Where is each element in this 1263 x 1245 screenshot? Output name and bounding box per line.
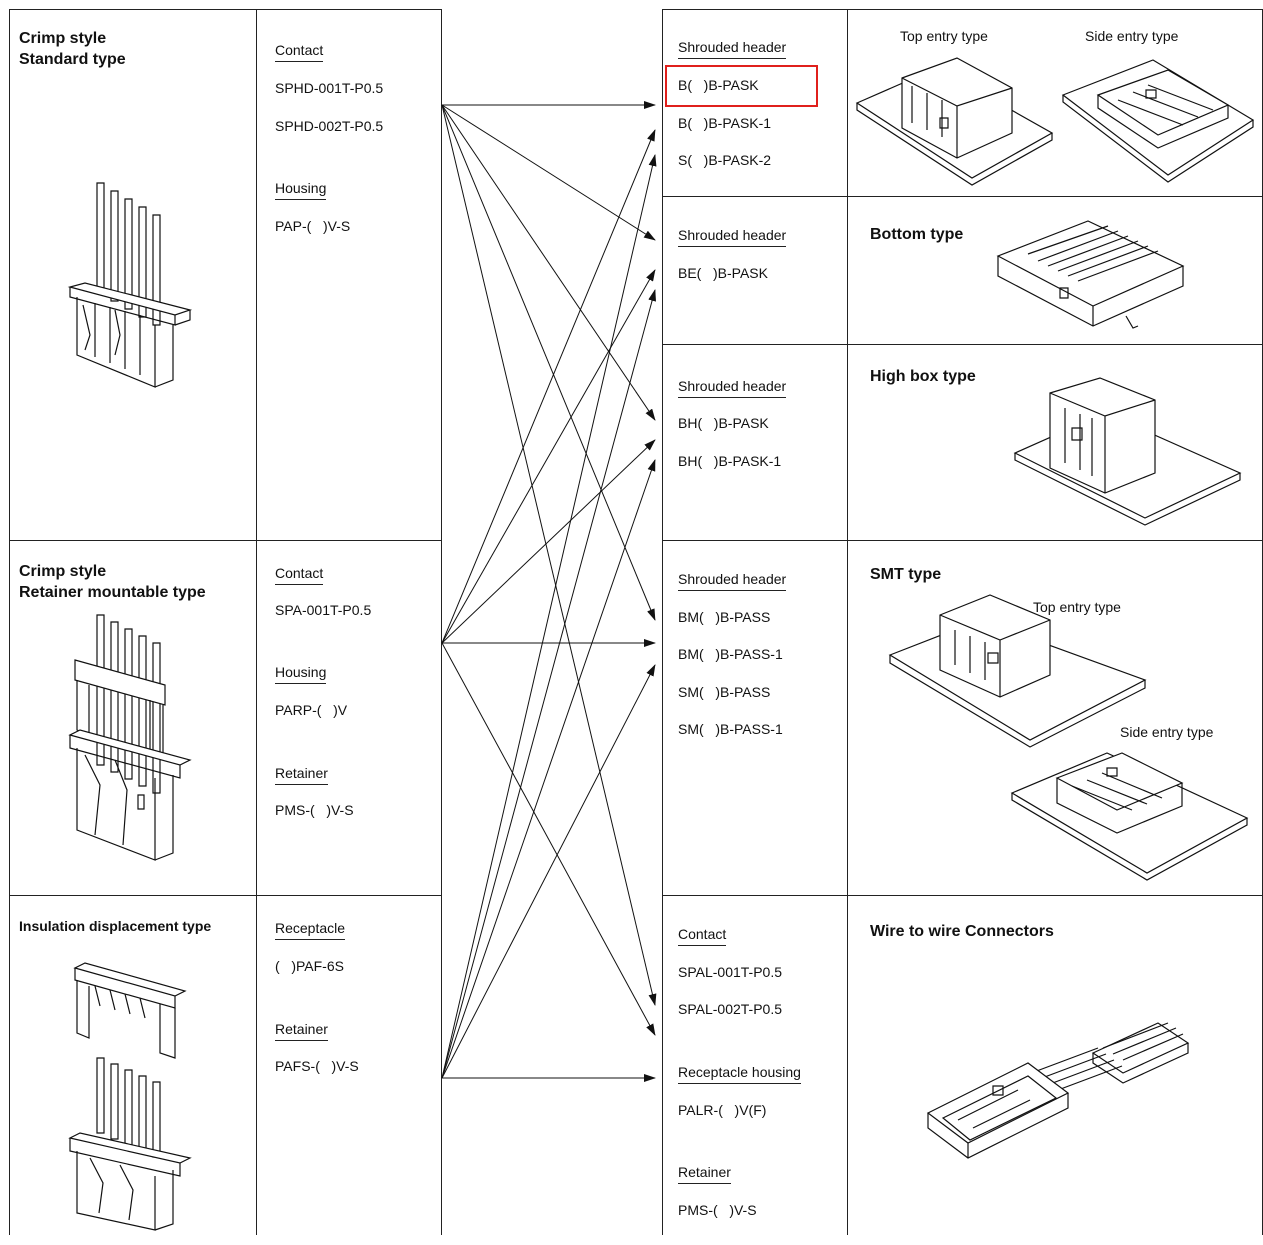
group-title-crimp-standard: Crimp style Standard type xyxy=(19,30,126,68)
connection-arrow xyxy=(442,154,657,1078)
part-spal-002t: SPAL-002T-P0.5 xyxy=(678,1001,783,1017)
connection-arrow xyxy=(442,105,655,621)
smt-top-entry-illustration xyxy=(890,595,1150,745)
highlight-box xyxy=(665,65,818,107)
right-row-divider-2 xyxy=(662,344,1263,345)
part-spal-001t: SPAL-001T-P0.5 xyxy=(678,964,783,980)
connection-arrow xyxy=(442,105,657,1006)
connection-arrow xyxy=(442,643,656,1036)
receptacle-label: Receptacle xyxy=(275,920,346,940)
smt-side-entry-illustration xyxy=(1012,748,1252,888)
part-palr: PALR-( )V(F) xyxy=(678,1102,767,1118)
left-row-divider-2 xyxy=(9,895,442,896)
part-s-pask-2: S( )B-PASK-2 xyxy=(678,152,772,168)
part-b-pask-1: B( )B-PASK-1 xyxy=(678,115,772,131)
housing-value: PAP-( )V-S xyxy=(275,218,351,234)
part-bh-pask: BH( )B-PASK xyxy=(678,415,769,431)
retainer-value: PMS-( )V-S xyxy=(275,802,354,818)
connection-arrow xyxy=(442,269,656,643)
receptacle-housing-label: Receptacle housing xyxy=(678,1064,801,1084)
connection-arrow xyxy=(442,105,656,241)
connection-arrow xyxy=(442,664,656,1078)
connection-arrow xyxy=(442,105,656,421)
part-be-pask: BE( )B-PASK xyxy=(678,265,768,281)
part-bh-pask-1: BH( )B-PASK-1 xyxy=(678,453,782,469)
shrouded-header-label: Shrouded header xyxy=(678,378,787,398)
left-table-top xyxy=(9,9,442,10)
caption-side-entry: Side entry type xyxy=(1085,28,1179,44)
receptacle-value: ( )PAF-6S xyxy=(275,958,344,974)
right-row-divider-3 xyxy=(662,540,1263,541)
bottom-type-header-illustration xyxy=(988,216,1188,336)
right-table-divider xyxy=(847,9,848,1235)
connection-arrow xyxy=(442,289,656,1078)
shrouded-header-label: Shrouded header xyxy=(678,227,787,247)
contact-label: Contact xyxy=(678,926,727,946)
connection-arrow xyxy=(442,459,655,1078)
part-sm-pass: SM( )B-PASS xyxy=(678,684,771,700)
shrouded-header-label: Shrouded header xyxy=(678,571,787,591)
retainer-label: Retainer xyxy=(678,1164,731,1184)
left-table-border-right xyxy=(441,9,442,1235)
right-row-divider-1 xyxy=(662,196,1263,197)
smt-type-title: SMT type xyxy=(870,566,942,583)
bottom-type-title: Bottom type xyxy=(870,226,964,243)
left-table-divider xyxy=(256,9,257,1235)
left-table-border-left xyxy=(9,9,10,1235)
shrouded-header-label: Shrouded header xyxy=(678,39,787,59)
connection-arrow xyxy=(442,129,655,643)
connection-arrow xyxy=(442,439,656,643)
right-table-top xyxy=(662,9,1263,10)
top-entry-header-illustration xyxy=(852,48,1057,188)
right-table-border-left xyxy=(662,9,663,1235)
group-title-idc: Insulation displacement type xyxy=(19,918,212,934)
caption-top-entry: Top entry type xyxy=(900,28,988,44)
caption-top-entry: Top entry type xyxy=(1033,599,1121,615)
contact-label: Contact xyxy=(275,565,324,585)
retainer-label: Retainer xyxy=(275,765,328,785)
group-title-crimp-retainer: Crimp style Retainer mountable type xyxy=(19,563,206,601)
contact-label: Contact xyxy=(275,42,324,62)
part-bm-pass: BM( )B-PASS xyxy=(678,609,771,625)
wire-to-wire-title: Wire to wire Connectors xyxy=(870,923,1054,940)
right-row-divider-4 xyxy=(662,895,1263,896)
retainer-value: PAFS-( )V-S xyxy=(275,1058,359,1074)
part-pms: PMS-( )V-S xyxy=(678,1202,757,1218)
contact-value-1: SPA-001T-P0.5 xyxy=(275,602,372,618)
contact-value-1: SPHD-001T-P0.5 xyxy=(275,80,384,96)
side-entry-header-illustration xyxy=(1058,50,1258,185)
housing-value: PARP-( )V xyxy=(275,702,348,718)
housing-label: Housing xyxy=(275,180,327,200)
left-row-divider-1 xyxy=(9,540,442,541)
retainer-label: Retainer xyxy=(275,1021,328,1041)
high-box-header-illustration xyxy=(1010,378,1245,528)
part-bm-pass-1: BM( )B-PASS-1 xyxy=(678,646,783,662)
idc-connector-illustration xyxy=(55,958,205,1233)
crimp-standard-connector-illustration xyxy=(55,175,205,395)
caption-side-entry: Side entry type xyxy=(1120,724,1214,740)
crimp-retainer-connector-illustration xyxy=(55,610,205,865)
contact-value-2: SPHD-002T-P0.5 xyxy=(275,118,384,134)
part-sm-pass-1: SM( )B-PASS-1 xyxy=(678,721,783,737)
high-box-type-title: High box type xyxy=(870,368,976,385)
wire-to-wire-connector-illustration xyxy=(918,1018,1193,1183)
part-b-pask: B( )B-PASK xyxy=(678,77,759,93)
housing-label: Housing xyxy=(275,664,327,684)
